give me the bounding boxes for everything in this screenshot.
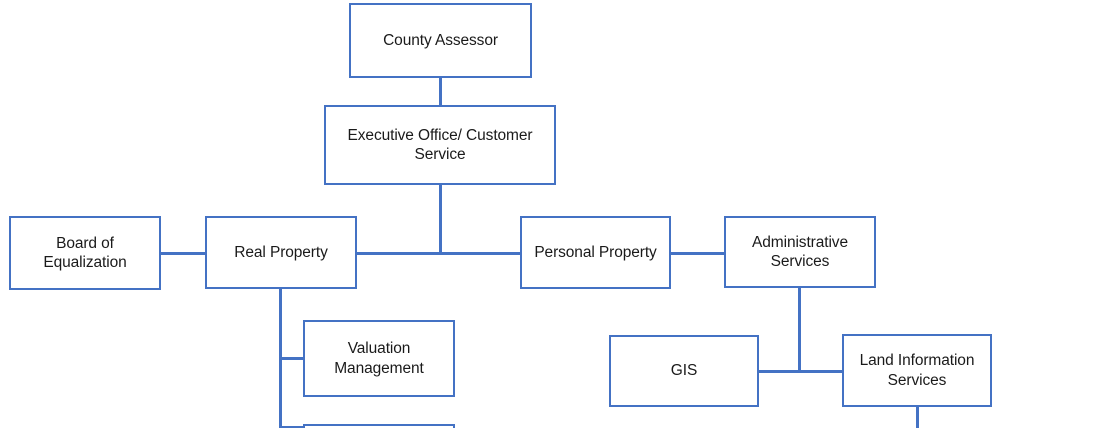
connector-real-property-to-next-child — [279, 426, 306, 428]
node-label-gis: GIS — [670, 362, 698, 380]
node-label-valuation-management: Valuation Management — [334, 340, 424, 377]
node-personal-property[interactable]: Personal Property — [520, 216, 671, 289]
connector-bus-row3-right — [669, 252, 726, 255]
connector-admin-to-land-information — [798, 370, 844, 373]
connector-executive-to-bus — [439, 183, 442, 255]
node-label-land-information-services: Land Information Services — [859, 352, 975, 389]
node-county-assessor[interactable]: County Assessor — [349, 3, 532, 78]
node-executive-office-customer-service[interactable]: Executive Office/ Customer Service — [324, 105, 556, 185]
connector-real-property-to-valuation — [279, 357, 306, 360]
connector-bus-row3-left — [159, 252, 207, 255]
node-gis[interactable]: GIS — [609, 335, 759, 407]
node-label-executive-office-customer-service: Executive Office/ Customer Service — [347, 126, 533, 163]
connector-admin-services-spine — [798, 286, 801, 372]
node-label-board-of-equalization: Board of Equalization — [43, 234, 127, 271]
node-label-personal-property: Personal Property — [534, 243, 657, 261]
node-real-property[interactable]: Real Property — [205, 216, 357, 289]
node-label-administrative-services: Administrative Services — [752, 233, 848, 270]
node-label-real-property: Real Property — [234, 243, 328, 261]
connector-admin-to-gis — [757, 370, 800, 373]
node-valuation-management[interactable]: Valuation Management — [303, 320, 455, 397]
connector-land-information-down — [916, 405, 919, 428]
node-label-county-assessor: County Assessor — [383, 31, 498, 49]
node-administrative-services[interactable]: Administrative Services — [724, 216, 876, 288]
node-partial-below-valuation-management[interactable] — [303, 424, 455, 428]
connector-assessor-to-executive — [439, 76, 442, 107]
node-board-of-equalization[interactable]: Board of Equalization — [9, 216, 161, 290]
connector-bus-row3-center — [355, 252, 522, 255]
node-land-information-services[interactable]: Land Information Services — [842, 334, 992, 407]
